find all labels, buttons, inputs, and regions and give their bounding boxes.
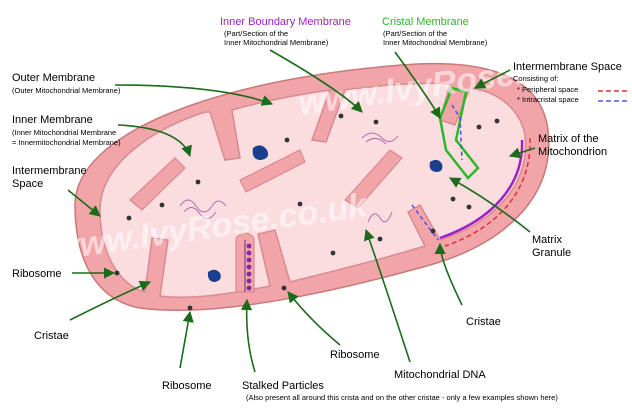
leader-lines <box>67 49 536 373</box>
label-matrix-granule-2: Granule <box>532 247 571 259</box>
matrix-region <box>99 82 527 298</box>
label-cristal: Cristal Membrane <box>382 16 469 28</box>
crista-fold <box>344 149 403 209</box>
label-ribosome-left: Ribosome <box>12 268 62 280</box>
label-matrix-2: Mitochondrion <box>538 146 607 158</box>
label-intracristal: * Intracristal space <box>517 95 579 104</box>
label-ribosome-mid: Ribosome <box>330 349 380 361</box>
label-matrix-granule-1: Matrix <box>532 234 562 246</box>
label-cristae-right: Cristae <box>466 316 501 328</box>
intracristal-space-line-2 <box>411 204 439 241</box>
label-inner-boundary-sub1: (Part/Section of the <box>224 29 288 38</box>
label-mitochondrial-dna: Mitochondrial DNA <box>394 369 486 381</box>
label-ribosome-bottom: Ribosome <box>162 380 212 392</box>
mitochondrial-dna <box>179 132 399 223</box>
label-cristal-sub1: (Part/Section of the <box>383 29 447 38</box>
label-intermembrane-right: Intermembrane Space <box>513 61 622 73</box>
crista-fold <box>239 149 306 193</box>
label-peripheral: * Peripheral space <box>517 85 578 94</box>
label-inner-boundary-sub2: Inner Mitochondrial Membrane) <box>224 38 329 47</box>
intracristal-space-line <box>451 104 463 161</box>
label-intermembrane-left-2: Space <box>12 178 43 190</box>
label-matrix-1: Matrix of the <box>538 133 599 145</box>
label-intermembrane-left-1: Intermembrane <box>12 165 87 177</box>
crista-fold <box>129 157 186 211</box>
label-stalked-particles: Stalked Particles <box>242 380 324 392</box>
peripheral-space-line <box>444 137 531 247</box>
label-inner-boundary: Inner Boundary Membrane <box>220 16 351 28</box>
label-inner-membrane: Inner Membrane <box>12 114 93 126</box>
label-outer-membrane-sub: (Outer Mitochondrial Membrane) <box>12 86 121 95</box>
label-cristal-sub2: Inner Mitochondrial Membrane) <box>383 38 488 47</box>
label-stalked-note: (Also present all around this crista and… <box>246 393 558 402</box>
label-outer-membrane: Outer Membrane <box>12 72 95 84</box>
stalked-particles <box>246 243 252 291</box>
ribosomes <box>114 113 500 311</box>
label-inner-membrane-sub2: = Innermitochondrial Membrane) <box>12 138 121 147</box>
label-cristae-left: Cristae <box>34 330 69 342</box>
label-consisting: Consisting of: <box>513 74 558 83</box>
cristal-membrane <box>438 86 480 180</box>
matrix-granules <box>207 145 443 282</box>
label-inner-membrane-sub1: (Inner Mitochondrial Membrane <box>12 128 116 137</box>
